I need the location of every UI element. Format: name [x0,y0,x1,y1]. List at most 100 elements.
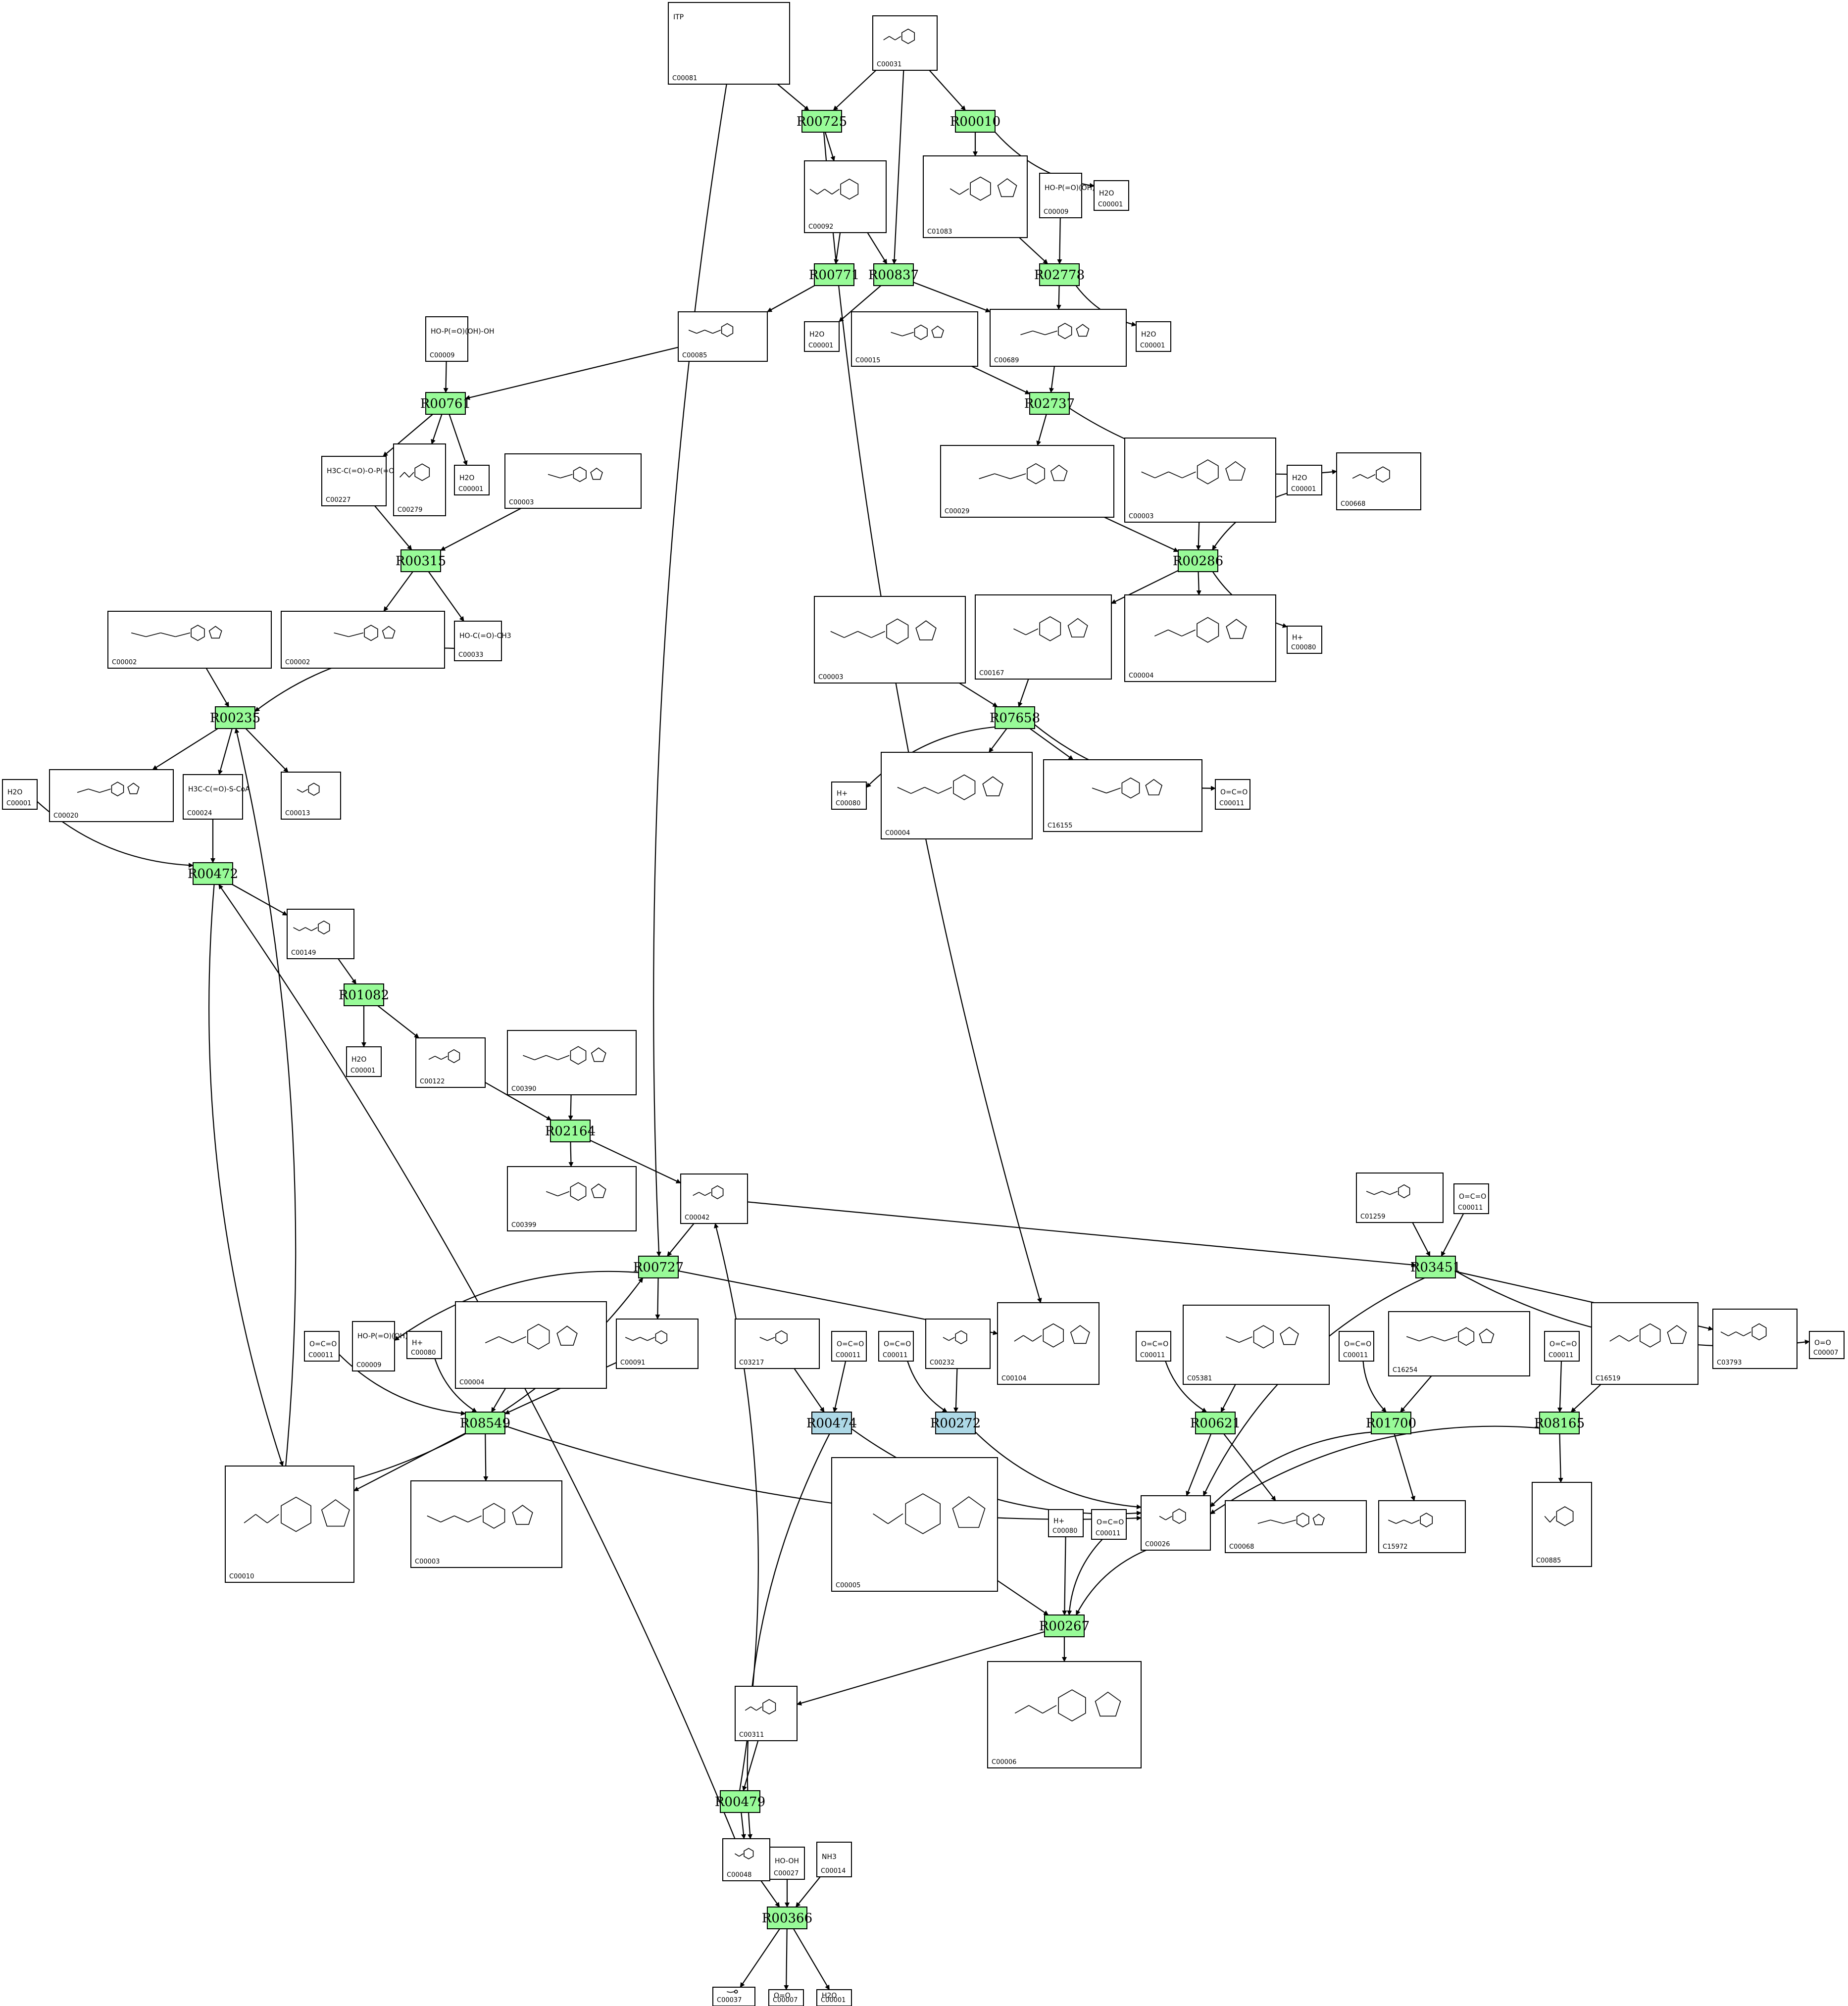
compound-c00003-c[interactable]: C00003 [814,596,966,684]
compound-box[interactable] [1287,626,1322,654]
reaction-r00472[interactable]: R00472 [188,862,238,885]
reaction-r00727[interactable]: R00727 [633,1256,684,1278]
compound-box[interactable] [507,1030,637,1095]
compound-box[interactable] [878,1331,914,1362]
compound-box[interactable] [49,769,174,822]
compound-c00068[interactable]: C00068 [1225,1500,1367,1553]
compound-c01083[interactable]: C01083 [923,155,1028,238]
compound-c16155[interactable]: C16155 [1043,759,1202,832]
compound-c00029[interactable]: C00029 [940,445,1114,518]
compound-box[interactable] [454,465,490,495]
compound-box[interactable] [722,1838,770,1881]
reaction-box[interactable] [400,549,441,572]
compound-box[interactable] [393,443,446,516]
compound-c03217[interactable]: C03217 [735,1319,820,1369]
reaction-box[interactable] [344,983,384,1006]
reaction-r00621[interactable]: R00621 [1190,1412,1241,1434]
compound-c00279[interactable]: C00279 [393,443,446,516]
compound-box[interactable] [1378,1500,1466,1553]
compound-c00689[interactable]: C00689 [990,309,1127,367]
reaction-r02737[interactable]: R02737 [1024,392,1075,415]
reaction-r00474[interactable]: R00474 [806,1412,857,1434]
reaction-r02164[interactable]: R02164 [545,1120,596,1142]
compound-c16519[interactable]: C16519 [1591,1302,1698,1385]
compound-box[interactable] [1136,1331,1171,1362]
compound-c15972[interactable]: C15972 [1378,1500,1466,1553]
compound-c00013[interactable]: C00013 [281,772,341,820]
reaction-box[interactable] [1029,392,1070,415]
compound-c03793[interactable]: C03793 [1712,1309,1798,1369]
compound-box[interactable] [769,1847,805,1880]
reaction-r00272[interactable]: R00272 [930,1412,981,1434]
reaction-box[interactable] [193,862,233,885]
reaction-box[interactable] [638,1256,679,1278]
compound-c00167[interactable]: C00167 [975,594,1112,680]
compound-c00031[interactable]: C00031 [872,15,938,71]
compound-box[interactable] [1124,438,1276,523]
compound-box[interactable] [1356,1173,1444,1223]
compound-box[interactable] [406,1331,442,1359]
reaction-box[interactable] [1371,1412,1411,1434]
reaction-r00771[interactable]: R00771 [809,263,859,286]
compound-c00003-a[interactable]: C00003 [504,453,642,509]
compound-box[interactable] [668,2,790,85]
compound-box[interactable] [940,445,1114,518]
compound-box[interactable] [225,1466,354,1583]
compound-box[interactable] [2,779,38,810]
compound-c00010[interactable]: C00010 [225,1466,354,1583]
compound-c00003-d[interactable]: C00003 [410,1480,562,1568]
reaction-box[interactable] [1039,263,1080,286]
reaction-r01700[interactable]: R01700 [1366,1412,1416,1434]
compound-c00003-b[interactable]: C00003 [1124,438,1276,523]
compound-box[interactable] [1039,173,1082,218]
compound-box[interactable] [425,316,468,362]
compound-c01259[interactable]: C01259 [1356,1173,1444,1223]
reaction-box[interactable] [1044,1615,1085,1637]
compound-c00232[interactable]: C00232 [925,1319,991,1369]
reaction-box[interactable] [873,263,914,286]
compound-c00015[interactable]: C00015 [851,311,978,367]
compound-box[interactable] [183,774,243,820]
compound-box[interactable] [1141,1495,1211,1551]
compound-c05381[interactable]: C05381 [1183,1305,1330,1385]
compound-c00885[interactable]: C00885 [1532,1482,1592,1567]
compound-box[interactable] [768,1989,804,2006]
compound-c00091[interactable]: C00091 [616,1319,699,1369]
compound-c00092[interactable]: C00092 [804,160,887,233]
compound-c00004-c[interactable]: C00004 [455,1301,607,1389]
reaction-r02778[interactable]: R02778 [1034,263,1085,286]
compound-box[interactable] [504,453,642,509]
compound-box[interactable] [804,321,840,352]
reaction-r00479[interactable]: R00479 [715,1790,765,1813]
reaction-r08165[interactable]: R08165 [1534,1412,1585,1434]
compound-c00080-a[interactable]: H+C00080 [1287,626,1322,654]
compound-c00311[interactable]: C00311 [735,1686,798,1741]
compound-c00149[interactable]: C00149 [287,909,354,959]
compound-c00080-b[interactable]: H+C00080 [831,782,867,810]
compound-c00048[interactable]: C00048 [722,1838,770,1881]
reaction-r00010[interactable]: R00010 [950,110,1000,133]
compound-c00668[interactable]: C00668 [1336,452,1421,510]
compound-box[interactable] [987,1661,1142,1768]
reaction-box[interactable] [955,110,996,133]
reaction-r00725[interactable]: R00725 [797,110,847,133]
compound-box[interactable] [1094,180,1129,211]
compound-box[interactable] [1339,1331,1374,1362]
compound-box[interactable] [1225,1500,1367,1553]
compound-box[interactable] [1712,1309,1798,1369]
compound-box[interactable] [281,772,341,820]
reaction-box[interactable] [1195,1412,1236,1434]
compound-box[interactable] [831,1457,998,1592]
